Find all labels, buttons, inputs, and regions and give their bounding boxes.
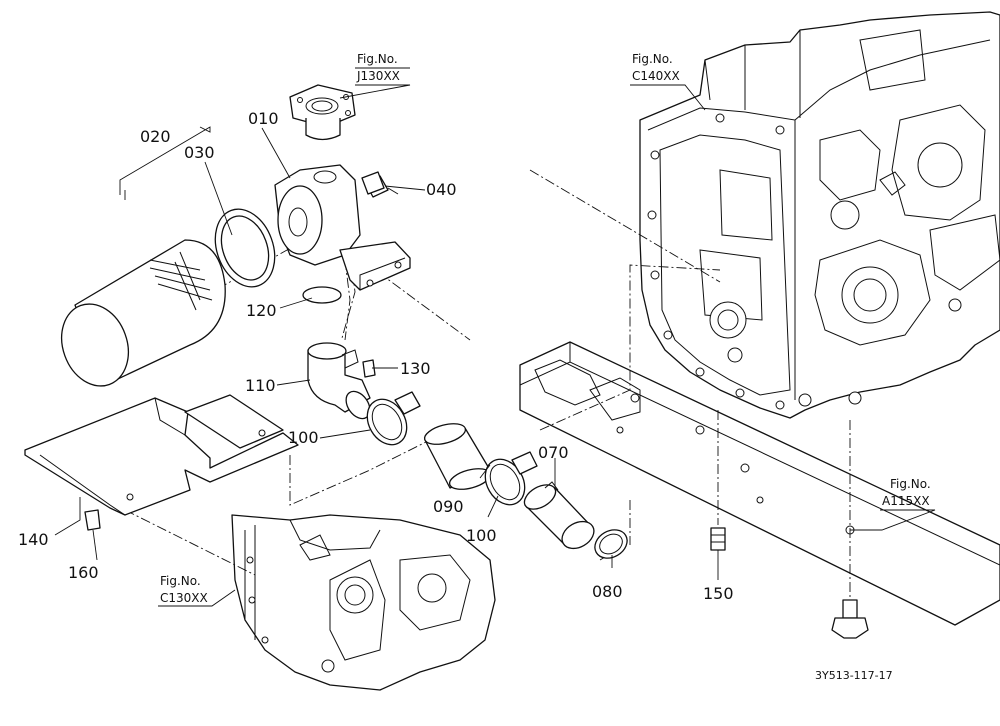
bolt-040 <box>361 171 385 195</box>
fig-ref-c130-label: Fig.No. <box>160 574 201 588</box>
label-070: 070 <box>538 443 569 462</box>
part-labels: 020 030 010 040 120 130 110 100 090 100 … <box>18 109 734 603</box>
bolt-lower-right <box>831 599 869 639</box>
fig-ref-c140-label: Fig.No. <box>632 52 673 66</box>
oil-filter-cartridge <box>61 239 226 387</box>
hose-clamp-upper <box>366 391 421 446</box>
label-080: 080 <box>592 582 623 601</box>
fig-ref-c130-code: C130XX <box>160 591 208 605</box>
pipe-070 <box>523 481 595 550</box>
elbow-pipe-110 <box>307 342 371 420</box>
hose-clamp-lower <box>484 451 538 506</box>
label-100-lower: 100 <box>466 526 497 545</box>
fig-ref-a115-label: Fig.No. <box>890 477 931 491</box>
label-140: 140 <box>18 530 49 549</box>
fig-ref-c140-code: C140XX <box>632 69 680 83</box>
fig-ref-j130-label: Fig.No. <box>357 52 398 66</box>
label-030: 030 <box>184 143 215 162</box>
label-150: 150 <box>703 584 734 603</box>
bolt-150 <box>710 527 726 551</box>
figure-references: Fig.No. J130XX Fig.No. C140XX Fig.No. A1… <box>160 52 931 605</box>
screw-130 <box>362 359 376 378</box>
label-120: 120 <box>246 301 277 320</box>
label-020: 020 <box>140 127 171 146</box>
fig-ref-a115-code: A115XX <box>882 494 930 508</box>
lower-case <box>231 514 496 691</box>
label-010: 010 <box>248 109 279 128</box>
label-110: 110 <box>245 376 276 395</box>
cover-plate-140 <box>24 394 299 516</box>
filter-head <box>274 164 411 291</box>
assembly-guide-lines <box>124 169 851 600</box>
hose-090 <box>423 423 492 490</box>
label-040: 040 <box>426 180 457 199</box>
oring-080 <box>594 529 628 559</box>
fig-ref-j130-code: J130XX <box>356 69 400 83</box>
label-130: 130 <box>400 359 431 378</box>
label-090: 090 <box>433 497 464 516</box>
oring-120 <box>302 286 342 304</box>
label-160: 160 <box>68 563 99 582</box>
filter-gasket <box>214 208 276 288</box>
drawing-code: 3Y513-117-17 <box>815 669 893 682</box>
leader-lines <box>54 67 936 607</box>
bolt-160 <box>84 509 101 531</box>
transmission-case <box>639 11 1000 419</box>
upper-flange <box>289 84 356 141</box>
label-100-upper: 100 <box>288 428 319 447</box>
